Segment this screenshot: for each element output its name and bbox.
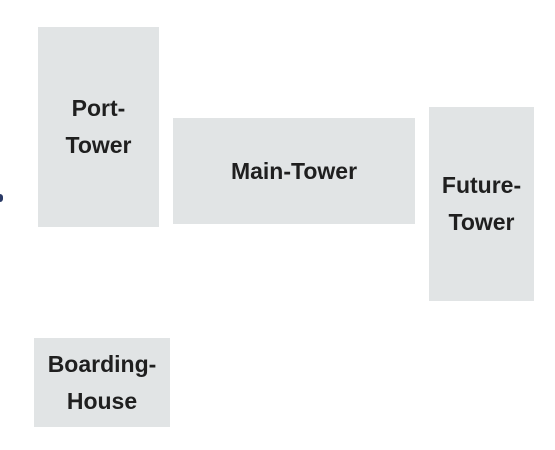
port-tower-label-line-1: Port- [71, 95, 126, 121]
boarding-house-label: Boarding- House [48, 346, 157, 420]
port-tower-block: Port- Tower [38, 27, 159, 227]
port-tower-label-line-2: Tower [65, 132, 132, 158]
future-tower-label: Future- Tower [442, 167, 521, 241]
future-tower-label-line-1: Future- [441, 172, 522, 198]
future-tower-block: Future- Tower [429, 107, 534, 301]
main-tower-label: Main-Tower [231, 153, 357, 190]
future-tower-label-line-2: Tower [448, 209, 515, 235]
port-tower-label: Port- Tower [65, 90, 131, 164]
edge-marker [0, 194, 3, 202]
boarding-house-label-line-2: House [66, 387, 138, 414]
main-tower-label-line-1: Main-Tower [230, 157, 358, 184]
main-tower-block: Main-Tower [173, 118, 415, 224]
boarding-house-label-line-1: Boarding- [47, 350, 157, 377]
boarding-house-block: Boarding- House [34, 338, 170, 427]
